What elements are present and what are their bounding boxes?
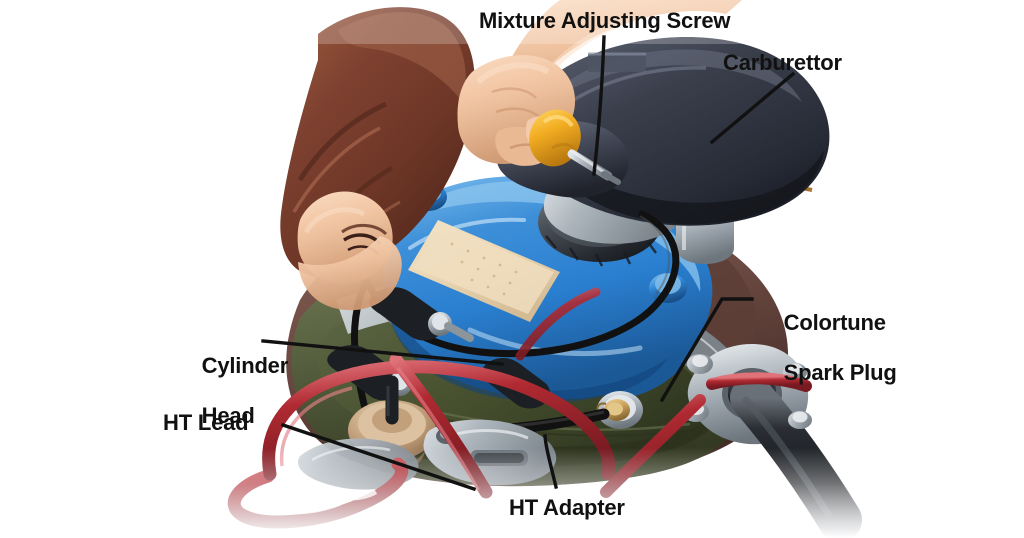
screwdriver bbox=[529, 109, 621, 185]
label-colortune-line1: Colortune bbox=[783, 310, 886, 335]
label-cylinder-head: Cylinder Head bbox=[178, 328, 289, 453]
label-carburettor: Carburettor bbox=[723, 50, 842, 75]
carburettor-leader bbox=[709, 71, 796, 145]
colortune-spark-plug bbox=[596, 391, 643, 429]
label-ht-lead: HT Lead bbox=[163, 410, 249, 435]
leader-lines bbox=[261, 35, 796, 492]
label-colortune-line2: Spark Plug bbox=[783, 360, 897, 385]
label-ht-adapter: HT Adapter bbox=[509, 495, 625, 520]
label-cylinder-line1: Cylinder bbox=[201, 353, 289, 378]
label-mixture-adjusting-screw: Mixture Adjusting Screw bbox=[479, 8, 731, 33]
ht-lead-leader bbox=[280, 422, 477, 492]
cylinder-head-leader bbox=[261, 339, 504, 366]
label-cylinder-line2: Head bbox=[201, 403, 255, 428]
mechanic-figure bbox=[280, 0, 742, 311]
ht-adapter-leader bbox=[543, 434, 559, 490]
label-colortune-spark-plug: Colortune Spark Plug bbox=[760, 285, 897, 410]
mixture-screw-leader bbox=[592, 35, 606, 176]
colortune-leader bbox=[659, 297, 754, 403]
rocker-cover-nameplate bbox=[408, 220, 560, 322]
